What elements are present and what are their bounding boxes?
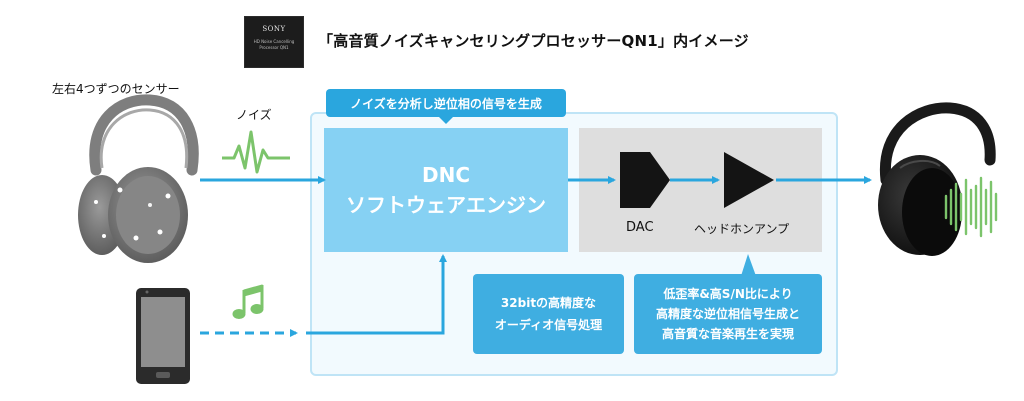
- sensors-label: 左右4つずつのセンサー: [52, 82, 180, 96]
- dnc-title: DNC: [421, 163, 471, 187]
- output-stage-panel: [579, 128, 822, 252]
- smartphone-icon: [136, 288, 190, 384]
- dac-label: DAC: [626, 220, 654, 235]
- noise-label: ノイズ: [236, 108, 272, 122]
- headphones-output-icon: [878, 102, 996, 256]
- signal-processing-box: 32bitの高精度な オーディオ信号処理: [473, 274, 624, 354]
- amp-symbol: [724, 152, 774, 208]
- music-to-dnc-arrow: [306, 254, 447, 335]
- chip-brand: SONY: [262, 25, 286, 33]
- distortion-line2: 高精度な逆位相信号生成と: [655, 307, 800, 321]
- signal-processing-line1: 32bitの高精度な: [500, 296, 597, 310]
- dnc-engine-block: DNC ソフトウェアエンジン: [324, 128, 568, 252]
- music-note-icon: [232, 284, 264, 319]
- distortion-pointer: [741, 254, 756, 276]
- dac-symbol: [620, 152, 670, 208]
- chip-subtitle-line1: HD Noise Cancelling: [253, 39, 295, 44]
- analysis-label: ノイズを分析し逆位相の信号を生成: [326, 89, 566, 117]
- signal-processing-line2: オーディオ信号処理: [494, 318, 603, 332]
- distortion-box: 低歪率&高S/N比により 高精度な逆位相信号生成と 高音質な音楽再生を実現: [634, 274, 822, 354]
- noise-wave-icon: [222, 130, 290, 174]
- amp-label: ヘッドホンアンプ: [694, 222, 790, 236]
- chip-subtitle-line2: Processor QN1: [259, 45, 289, 50]
- distortion-line3: 高音質な音楽再生を実現: [661, 327, 794, 341]
- sound-wave-icon: [944, 176, 998, 238]
- sony-qn1-chip-image: SONY HD Noise Cancelling Processor QN1: [244, 16, 304, 68]
- distortion-line1: 低歪率&高S/N比により: [663, 287, 793, 301]
- chip-subtitle: HD Noise Cancelling Processor QN1: [248, 39, 300, 51]
- analysis-label-pointer: [439, 117, 453, 124]
- dnc-subtitle: ソフトウェアエンジン: [346, 193, 546, 217]
- headphones-sensor-icon: [78, 94, 199, 263]
- diagram-title: 「高音質ノイズキャンセリングプロセッサーQN1」内イメージ: [318, 32, 749, 50]
